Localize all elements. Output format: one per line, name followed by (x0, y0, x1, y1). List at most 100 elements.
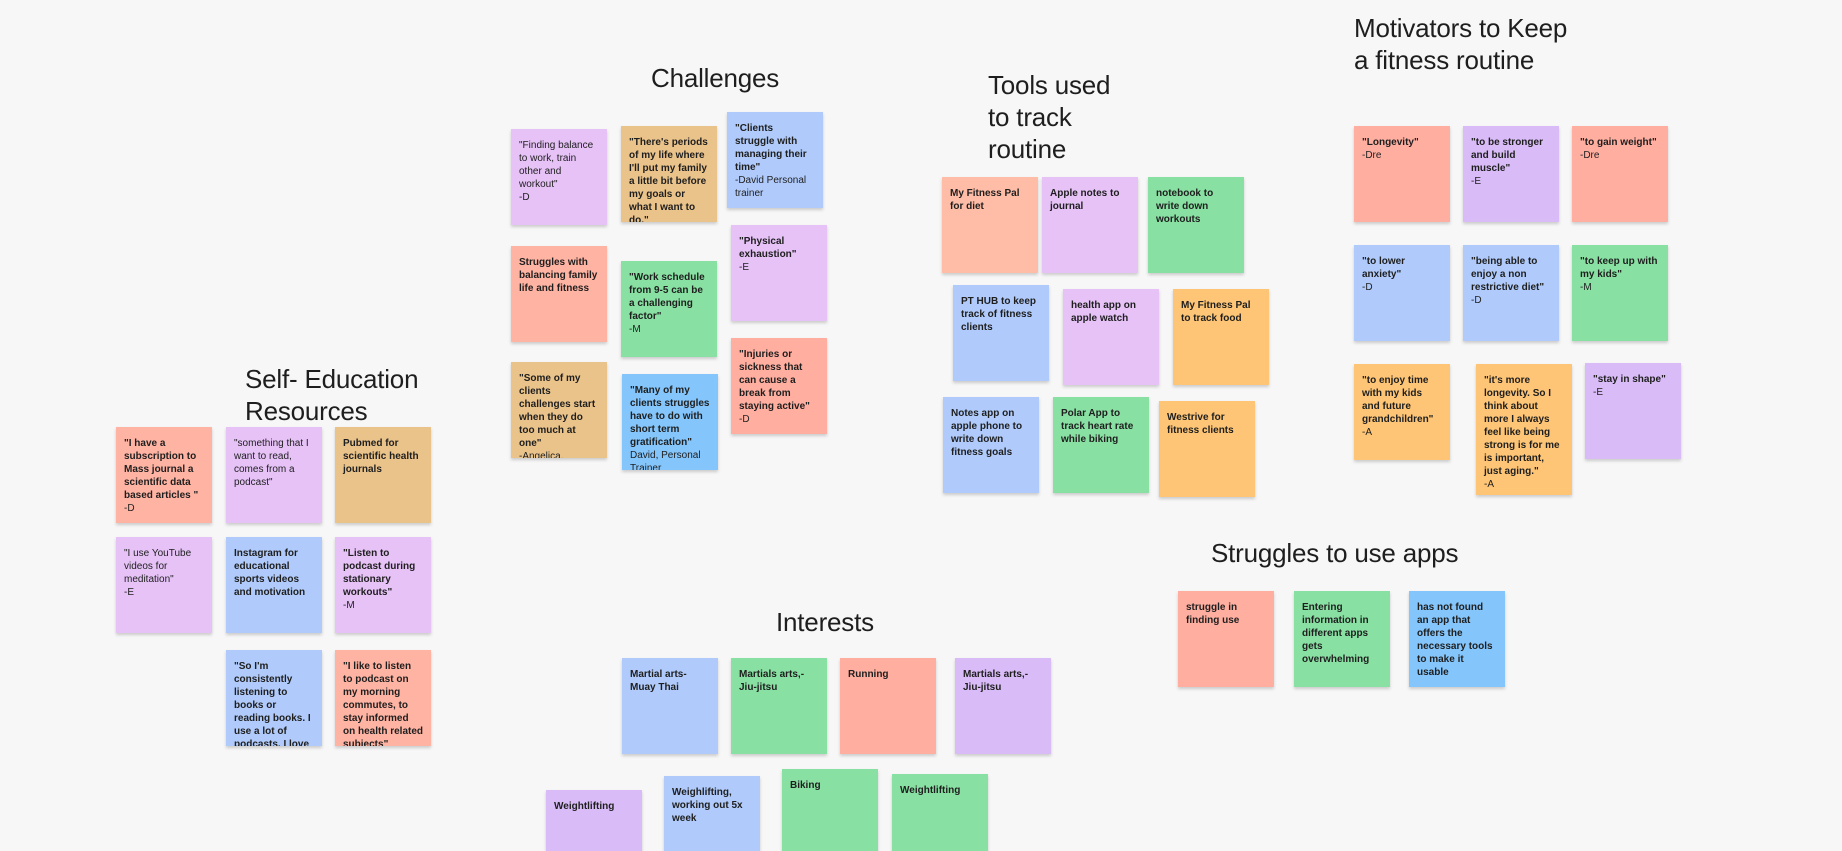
note-author: -M (343, 600, 355, 611)
note-author: -Dre (1580, 150, 1600, 161)
note-author: -M (629, 324, 641, 335)
sticky-note[interactable]: health app on apple watch (1063, 289, 1159, 385)
note-author: -D (739, 414, 750, 425)
note-text: "something that I want to read, comes fr… (234, 438, 309, 488)
sticky-note[interactable]: "I use YouTube videos for meditation" -E (116, 537, 212, 633)
sticky-note[interactable]: Martials arts,- Jiu-jitsu (731, 658, 827, 754)
note-author: -D (519, 192, 530, 203)
sticky-note[interactable]: Biking (782, 769, 878, 851)
sticky-note[interactable]: "Listen to podcast during stationary wor… (335, 537, 431, 633)
sticky-note[interactable]: notebook to write down workouts (1148, 177, 1244, 273)
sticky-note[interactable]: "being able to enjoy a non restrictive d… (1463, 245, 1559, 341)
note-text: Running (848, 669, 889, 680)
note-text: "Work schedule from 9-5 can be a challen… (629, 272, 705, 322)
note-text: health app on apple watch (1071, 300, 1136, 324)
note-text: Weighlifting, working out 5x week (672, 787, 743, 824)
sticky-note[interactable]: Entering information in different apps g… (1294, 591, 1390, 687)
note-text: "Physical exhaustion" (739, 236, 797, 260)
note-author: -A (1484, 479, 1494, 490)
sticky-note[interactable]: My Fitness Pal for diet (942, 177, 1038, 273)
note-text: "Clients struggle with managing their ti… (735, 123, 807, 173)
sticky-note[interactable]: Polar App to track heart rate while biki… (1053, 397, 1149, 493)
sticky-note[interactable]: "stay in shape" -E (1585, 363, 1681, 459)
note-text: has not found an app that offers the nec… (1417, 602, 1493, 678)
sticky-note[interactable]: "to be stronger and build muscle" -E (1463, 126, 1559, 222)
sticky-note[interactable]: "it's more longevity. So I think about m… (1476, 364, 1572, 495)
note-author: -D (124, 503, 135, 514)
heading-interests[interactable]: Interests (776, 607, 874, 637)
sticky-note[interactable]: Struggles with balancing family life and… (511, 246, 607, 342)
note-author: -Dre (1362, 150, 1382, 161)
note-author: -E (1471, 176, 1481, 187)
sticky-note[interactable]: "to gain weight" -Dre (1572, 126, 1668, 222)
note-text: Entering information in different apps g… (1302, 602, 1370, 665)
sticky-note[interactable]: Apple notes to journal (1042, 177, 1138, 273)
note-author: -A (1362, 427, 1372, 438)
sticky-note[interactable]: Martials arts,- Jiu-jitsu (955, 658, 1051, 754)
note-author: -D (1471, 295, 1482, 306)
note-text: "stay in shape" (1593, 374, 1666, 385)
sticky-note[interactable]: "Finding balance to work, train other an… (511, 129, 607, 225)
note-text: Polar App to track heart rate while biki… (1061, 408, 1134, 445)
note-text: Martials arts,- Jiu-jitsu (963, 669, 1029, 693)
note-text: Weightlifting (554, 801, 615, 812)
sticky-note[interactable]: "to enjoy time with my kids and future g… (1354, 364, 1450, 460)
sticky-note[interactable]: Weightlifting (892, 774, 988, 851)
sticky-note[interactable]: "So I'm consistently listening to books … (226, 650, 322, 746)
sticky-note[interactable]: "I have a subscription to Mass journal a… (116, 427, 212, 523)
sticky-note[interactable]: Notes app on apple phone to write down f… (943, 397, 1039, 493)
note-text: My Fitness Pal to track food (1181, 300, 1251, 324)
sticky-note[interactable]: Pubmed for scientific health journals (335, 427, 431, 523)
sticky-note[interactable]: "Some of my clients challenges start whe… (511, 362, 607, 458)
note-text: "Finding balance to work, train other an… (519, 140, 594, 190)
sticky-note[interactable]: "Clients struggle with managing their ti… (727, 112, 823, 208)
heading-challenges[interactable]: Challenges (651, 63, 780, 93)
note-text: "it's more longevity. So I think about m… (1484, 375, 1560, 477)
sticky-note[interactable]: Weighlifting, working out 5x week (664, 776, 760, 851)
sticky-note[interactable]: "to lower anxiety" -D (1354, 245, 1450, 341)
note-text: notebook to write down workouts (1156, 188, 1214, 225)
sticky-note[interactable]: "to keep up with my kids" -M (1572, 245, 1668, 341)
note-text: My Fitness Pal for diet (950, 188, 1020, 212)
note-author: -E (124, 587, 134, 598)
sticky-note[interactable]: Martial arts- Muay Thai (622, 658, 718, 754)
note-text: "to gain weight" (1580, 137, 1657, 148)
sticky-note[interactable]: "Injuries or sickness that can cause a b… (731, 338, 827, 434)
sticky-note[interactable]: "something that I want to read, comes fr… (226, 427, 322, 523)
note-text: PT HUB to keep track of fitness clients (961, 296, 1037, 333)
note-text: "So I'm consistently listening to books … (234, 661, 311, 746)
sticky-note[interactable]: has not found an app that offers the nec… (1409, 591, 1505, 687)
sticky-note[interactable]: Running (840, 658, 936, 754)
sticky-note[interactable]: "Work schedule from 9-5 can be a challen… (621, 261, 717, 357)
note-text: "to enjoy time with my kids and future g… (1362, 375, 1434, 425)
sticky-note[interactable]: Weightlifting (546, 790, 642, 851)
note-author: -M (1580, 282, 1592, 293)
sticky-note[interactable]: Instagram for educational sports videos … (226, 537, 322, 633)
note-text: Struggles with balancing family life and… (519, 257, 598, 294)
sticky-note[interactable]: "Physical exhaustion" -E (731, 225, 827, 321)
note-author: -D (1362, 282, 1373, 293)
sticky-note[interactable]: PT HUB to keep track of fitness clients (953, 285, 1049, 381)
note-text: "I have a subscription to Mass journal a… (124, 438, 199, 501)
sticky-note[interactable]: "There's periods of my life where I'll p… (621, 126, 717, 222)
sticky-note[interactable]: My Fitness Pal to track food (1173, 289, 1269, 385)
sticky-note[interactable]: "Longevity" -Dre (1354, 126, 1450, 222)
note-text: "to be stronger and build muscle" (1471, 137, 1543, 174)
note-text: "Some of my clients challenges start whe… (519, 373, 596, 449)
note-text: Martials arts,- Jiu-jitsu (739, 669, 805, 693)
heading-motivators[interactable]: Motivators to Keep a fitness routine (1354, 13, 1568, 75)
sticky-note[interactable]: Westrive for fitness clients (1159, 401, 1255, 497)
sticky-note[interactable]: "I like to listen to podcast on my morni… (335, 650, 431, 746)
sticky-note[interactable]: "Many of my clients struggles have to do… (622, 374, 718, 470)
heading-struggles[interactable]: Struggles to use apps (1211, 538, 1459, 568)
note-text: Martial arts- Muay Thai (630, 669, 687, 693)
heading-tools[interactable]: Tools used to track routine (988, 70, 1111, 164)
sticky-note[interactable]: struggle in finding use (1178, 591, 1274, 687)
note-author: -E (1593, 387, 1603, 398)
heading-self-education[interactable]: Self- Education Resources (245, 364, 419, 426)
note-text: Westrive for fitness clients (1167, 412, 1234, 436)
note-text: "to keep up with my kids" (1580, 256, 1658, 280)
note-text: Apple notes to journal (1050, 188, 1120, 212)
note-text: "Longevity" (1362, 137, 1419, 148)
